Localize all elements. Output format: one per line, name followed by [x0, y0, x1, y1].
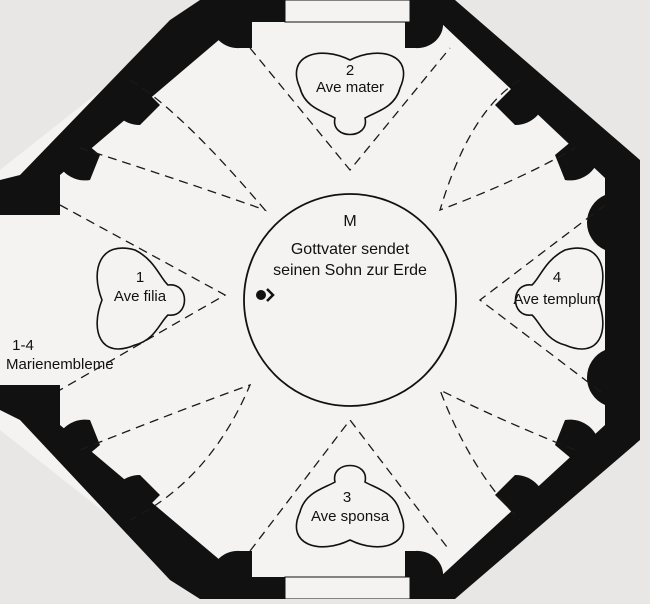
buttress-bottom-left: [211, 550, 252, 577]
buttress-top-right: [405, 22, 444, 49]
buttress-ur-b: [555, 130, 601, 181]
field-1-name: Ave filia: [114, 288, 167, 305]
buttress-ll-a: [109, 474, 160, 525]
trefoil-bottom: [295, 464, 405, 548]
walls: [0, 0, 640, 599]
field-3-name: Ave sponsa: [311, 508, 390, 525]
dashed-panels: [59, 47, 606, 552]
wall-right: [605, 200, 640, 420]
panel-bottom: [249, 418, 451, 552]
buttress-ul-a: [109, 75, 160, 126]
buttress-lr-a: [495, 474, 546, 525]
buttress-ul-b: [54, 130, 100, 181]
buttress-ur-a: [495, 75, 546, 126]
trefoil-top: [295, 52, 405, 136]
trefoil-right: [514, 247, 604, 350]
field-1-number: 1: [136, 269, 144, 286]
panel-lower-left: [79, 383, 252, 521]
buttress-lr-b: [555, 419, 601, 470]
panel-lower-right: [438, 388, 576, 521]
field-2-number: 2: [346, 62, 354, 79]
opening-top: [284, 0, 411, 23]
double-chevron-arrow-icon: [256, 288, 275, 302]
panel-upper-left: [79, 79, 268, 212]
legend-range: 1-4: [12, 337, 34, 354]
field-3-number: 3: [343, 489, 351, 506]
buttress-ll-b: [54, 419, 100, 470]
buttress-bottom-right: [405, 550, 444, 577]
panel-upper-right: [439, 79, 576, 212]
field-2-name: Ave mater: [316, 79, 384, 96]
trefoil-left: [96, 247, 186, 350]
panel-top: [249, 47, 451, 172]
center-letter: M: [343, 213, 356, 230]
center-medallion: [243, 193, 457, 407]
opening-bottom: [284, 576, 411, 600]
buttress-top-left: [211, 22, 252, 49]
panel-right: [478, 204, 606, 396]
entrance-left: [0, 215, 60, 385]
legend-text: Marienembleme: [6, 356, 114, 373]
field-4-number: 4: [553, 269, 561, 286]
trefoils: [96, 52, 604, 548]
center-line-1: Gottvater sendet: [291, 241, 410, 258]
panel-left: [59, 204, 227, 391]
center-line-2: seinen Sohn zur Erde: [273, 262, 427, 279]
openings: [284, 0, 411, 600]
field-4-name: Ave templum: [513, 291, 600, 308]
wall-top-right: [410, 0, 640, 210]
